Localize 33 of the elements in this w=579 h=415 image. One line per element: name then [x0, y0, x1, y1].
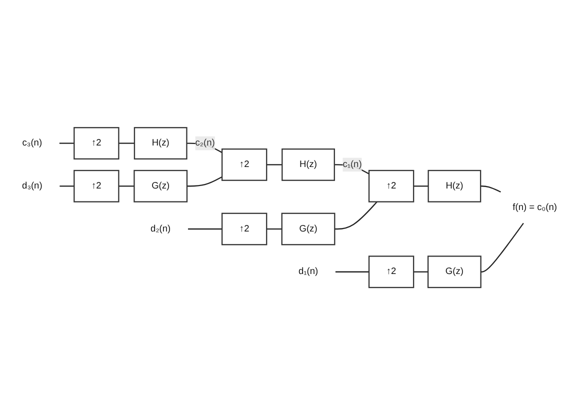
node-text: d₃(n)	[22, 180, 42, 191]
connector	[266, 164, 282, 166]
node-box: ↑2	[74, 126, 120, 160]
connector	[414, 271, 428, 272]
node-text: c₃(n)	[22, 138, 42, 148]
connector	[118, 185, 134, 187]
node-text: f(n) = c₀(n)	[512, 202, 557, 212]
connector	[186, 176, 222, 187]
node-box: ↑2	[221, 212, 268, 246]
node-text: d₂(n)	[150, 224, 171, 234]
node-text: d₁(n)	[298, 266, 318, 276]
connector	[480, 222, 524, 272]
connector	[118, 142, 134, 144]
node-box: ↑2	[221, 148, 268, 181]
node-box: G(z)	[281, 212, 336, 246]
node-box: H(z)	[134, 126, 188, 160]
node-box: ↑2	[368, 170, 414, 202]
node-box: ↑2	[74, 170, 120, 202]
connector	[60, 185, 74, 187]
connector	[335, 271, 370, 272]
node-box: G(z)	[427, 256, 482, 288]
node-box: H(z)	[282, 148, 335, 181]
node-box: ↑2	[368, 256, 414, 288]
connector	[414, 185, 428, 187]
connector	[334, 201, 378, 230]
connector	[480, 185, 501, 192]
node-box: G(z)	[134, 170, 188, 202]
connector	[266, 228, 282, 230]
edge-label: c₂(n)	[195, 138, 215, 148]
connector	[188, 228, 222, 230]
edge-label: c₁(n)	[342, 159, 362, 170]
node-box: H(z)	[428, 170, 482, 202]
connector	[59, 142, 74, 144]
